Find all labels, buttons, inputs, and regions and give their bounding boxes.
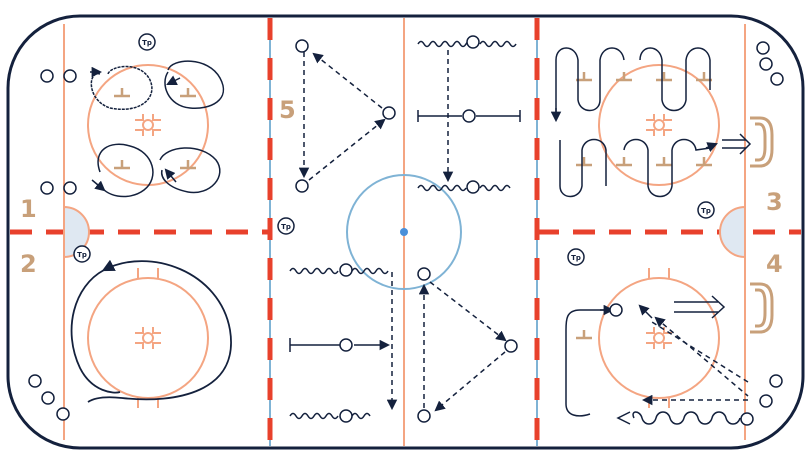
skating-arrow-zone-1 — [90, 66, 181, 192]
net-icon — [750, 116, 774, 334]
skating-path-zone-2 — [70, 259, 232, 403]
skating-path-zone-1 — [90, 60, 225, 198]
players-bottom-left-neutral — [339, 263, 353, 423]
player-circle-icon — [56, 407, 70, 421]
skating-path-zone-3 — [555, 47, 711, 198]
player-circle-icon — [466, 35, 480, 49]
player-circle-icon — [63, 181, 77, 195]
center-circle — [346, 174, 462, 290]
faceoff-circle-top-right — [598, 64, 720, 186]
crease-right — [719, 205, 746, 259]
player-circle-icon — [63, 69, 77, 83]
faceoff-circle-top-left — [87, 64, 209, 186]
zone-number-1: 1 — [20, 195, 37, 223]
player-circle-icon — [504, 339, 518, 353]
zone-number-3: 3 — [766, 188, 783, 216]
player-circle-icon — [339, 263, 353, 277]
skating-lines-top-right-neutral — [417, 40, 521, 192]
passing-drill-bottom-right-neutral — [418, 281, 507, 412]
player-circle-icon — [759, 394, 773, 408]
zone-number-5: 5 — [279, 96, 296, 124]
tp-tag-top-left: Tp — [138, 33, 156, 51]
player-circle-icon — [339, 409, 353, 423]
skating-path-zone-4 — [565, 295, 749, 425]
tp-label: Tp — [77, 251, 87, 259]
crease-left — [63, 205, 90, 259]
player-circle-icon — [40, 69, 54, 83]
player-circle-icon — [770, 72, 784, 86]
player-circle-icon — [759, 57, 773, 71]
player-circle-icon — [417, 409, 431, 423]
skating-arrow-zone-3 — [550, 108, 752, 155]
pylon-icon — [114, 72, 712, 340]
player-circle-icon — [40, 181, 54, 195]
players-zone-1 — [40, 69, 77, 195]
player-circle-icon — [295, 39, 309, 53]
player-circle-icon — [382, 106, 396, 120]
players-zone-5 — [295, 39, 396, 193]
player-circle-icon — [769, 374, 783, 388]
players-zone-2 — [28, 374, 70, 421]
tp-tag-right-top: Tp — [697, 201, 715, 219]
player-circle-icon — [41, 391, 55, 405]
player-circle-icon — [466, 180, 480, 194]
tp-tag-left-crease: Tp — [73, 245, 91, 263]
players-zone-3 — [756, 41, 784, 86]
zone-number-2: 2 — [20, 250, 37, 278]
player-circle-icon — [28, 374, 42, 388]
players-bottom-right-neutral — [417, 267, 518, 423]
tp-label: Tp — [701, 207, 711, 215]
zone-number-4: 4 — [766, 250, 783, 278]
faceoff-circle-bottom-left — [87, 268, 209, 408]
player-circle-icon — [740, 412, 754, 426]
players-top-right-neutral — [462, 35, 480, 194]
player-circle-icon — [417, 267, 431, 281]
passing-drill-top-left-neutral — [298, 52, 386, 181]
player-circle-icon — [462, 109, 476, 123]
skating-lines-bottom-left-neutral — [289, 267, 398, 420]
tp-tag-right-blueline: Tp — [567, 248, 585, 266]
player-circle-icon — [609, 303, 623, 317]
center-dot — [400, 228, 408, 236]
players-zone-4 — [609, 303, 783, 426]
tp-label: Tp — [142, 39, 152, 47]
player-circle-icon — [295, 179, 309, 193]
tp-tag-left-blueline: Tp — [277, 217, 295, 235]
tp-label: Tp — [281, 223, 291, 231]
tp-label: Tp — [571, 254, 581, 262]
player-circle-icon — [339, 338, 353, 352]
player-circle-icon — [756, 41, 770, 55]
